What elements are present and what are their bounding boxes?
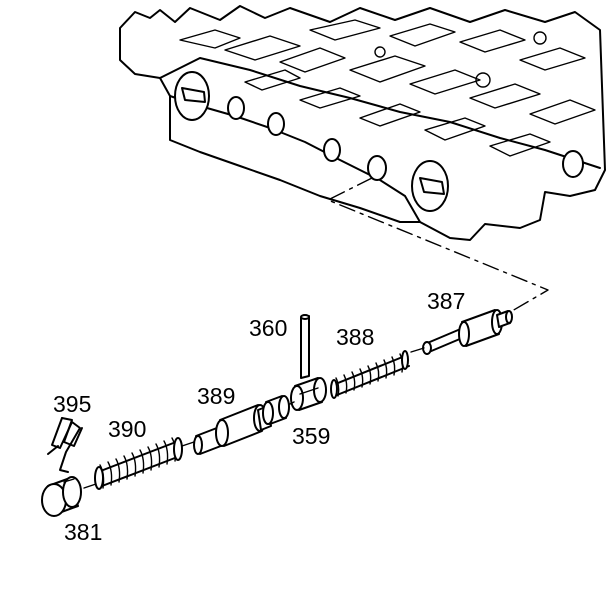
valve-387 bbox=[410, 309, 513, 355]
callout-390: 390 bbox=[108, 416, 146, 442]
spring-388 bbox=[330, 350, 410, 399]
callouts: 387 360 388 389 359 395 390 381 bbox=[53, 288, 465, 545]
callout-387: 387 bbox=[427, 288, 465, 314]
pin-360 bbox=[300, 314, 310, 379]
center-line bbox=[327, 177, 549, 319]
valve-389 bbox=[193, 395, 295, 455]
callout-360: 360 bbox=[249, 315, 287, 341]
plug-381 bbox=[41, 476, 82, 517]
sleeve-359 bbox=[290, 377, 327, 411]
fluid-passages bbox=[179, 19, 596, 157]
callout-388: 388 bbox=[336, 324, 374, 350]
callout-381: 381 bbox=[64, 519, 102, 545]
spring-390 bbox=[83, 437, 195, 490]
clip-395 bbox=[47, 417, 83, 473]
valve-body bbox=[119, 5, 606, 241]
callout-395: 395 bbox=[53, 391, 91, 417]
callout-389: 389 bbox=[197, 383, 235, 409]
callout-359: 359 bbox=[292, 423, 330, 449]
bore-holes bbox=[174, 71, 584, 212]
